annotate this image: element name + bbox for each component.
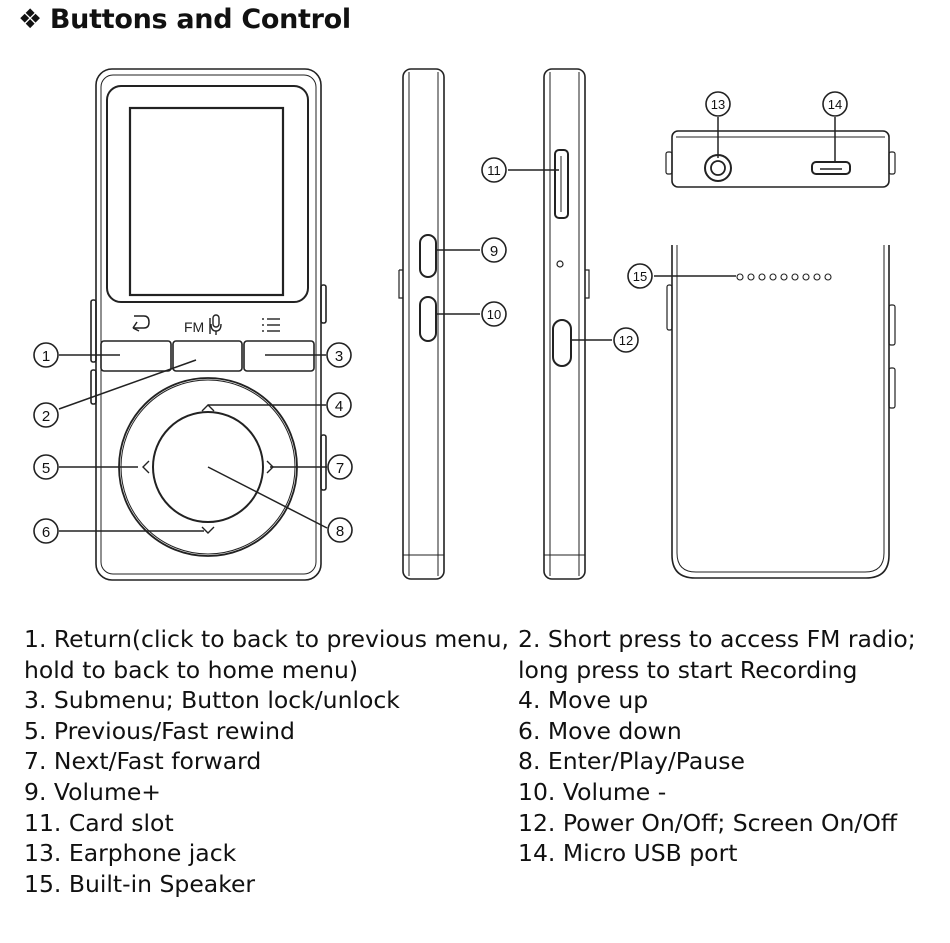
legend-line: 8. Enter/Play/Pause <box>518 747 745 776</box>
svg-text:15: 15 <box>633 269 647 284</box>
callout-10: 10 <box>481 301 507 327</box>
callout-5: 5 <box>33 454 59 480</box>
callout-8: 8 <box>327 517 353 543</box>
device-diagram: FM <box>33 68 896 581</box>
callout-7: 7 <box>327 454 353 480</box>
legend-line: 1. Return(click to back to previous menu… <box>24 625 510 653</box>
svg-text:11: 11 <box>487 163 501 178</box>
svg-text:4: 4 <box>335 398 343 415</box>
legend-line: 9. Volume+ <box>24 777 161 806</box>
callout-6: 6 <box>33 518 59 544</box>
center-button <box>152 411 264 523</box>
legend-line: 2. Short press to access FM radio; <box>518 625 916 653</box>
earphone-jack-hole <box>710 160 726 176</box>
legend-line: 6. Move down <box>518 716 682 745</box>
menu-list-icon <box>262 318 280 332</box>
front-body-inner <box>100 74 317 575</box>
legend-line: hold to back to home menu) <box>24 655 359 684</box>
callout-4: 4 <box>326 392 352 418</box>
microphone-icon <box>209 314 222 335</box>
screen <box>128 106 285 297</box>
callout-3: 3 <box>326 342 352 368</box>
front-side-button-right-2 <box>320 434 327 491</box>
legend-left-column: 1. Return(click to back to previous menu… <box>24 624 509 899</box>
bullet-icon: ❖ <box>18 4 42 35</box>
legend-line: 5. Previous/Fast rewind <box>24 716 295 745</box>
front-side-button-left-2 <box>90 369 97 405</box>
front-side-button-left <box>90 299 97 363</box>
callout-13: 13 <box>705 91 731 117</box>
svg-text:1: 1 <box>42 348 50 365</box>
screen-bezel <box>106 85 309 303</box>
volume-up-button <box>419 234 437 278</box>
submenu-key <box>243 340 315 372</box>
up-arrow-icon <box>201 404 215 412</box>
back-body <box>671 245 890 579</box>
legend-line: 7. Next/Fast forward <box>24 747 262 776</box>
svg-text:2: 2 <box>42 408 50 425</box>
back-view <box>666 245 896 579</box>
return-key <box>100 340 172 372</box>
right-side-body <box>543 68 586 580</box>
legend-line: 4. Move up <box>518 686 649 715</box>
svg-text:12: 12 <box>619 333 633 348</box>
fm-key <box>172 340 243 372</box>
speaker-holes <box>736 273 832 281</box>
callout-1: 1 <box>33 342 59 368</box>
callout-11: 11 <box>481 157 507 183</box>
down-arrow-icon <box>201 526 215 534</box>
svg-text:5: 5 <box>42 460 50 477</box>
legend-right-column: 2. Short press to access FM radio; long … <box>518 624 916 869</box>
front-view: FM <box>90 68 327 581</box>
left-arrow-icon <box>142 460 150 474</box>
svg-text:10: 10 <box>487 307 501 322</box>
legend-line: long press to start Recording <box>518 655 858 684</box>
legend-line: 15. Built-in Speaker <box>24 869 256 898</box>
legend-line: 14. Micro USB port <box>518 839 738 868</box>
svg-text:8: 8 <box>336 523 344 540</box>
svg-text:7: 7 <box>336 460 344 477</box>
left-side-body <box>402 68 445 580</box>
callout-9: 9 <box>481 237 507 263</box>
earphone-jack <box>704 154 732 182</box>
callout-2: 2 <box>33 402 59 428</box>
card-slot <box>554 149 569 219</box>
legend-line: 11. Card slot <box>24 808 174 837</box>
mic-hole <box>556 260 564 268</box>
leader-lines <box>58 117 836 532</box>
fm-label: FM <box>184 319 204 335</box>
top-body <box>671 130 890 188</box>
callout-numbers: 1 2 3 4 5 6 7 8 9 10 11 12 13 14 15 <box>33 91 848 544</box>
title-text: Buttons and Control <box>49 4 351 35</box>
legend-line: 13. Earphone jack <box>24 839 237 868</box>
legend-line: 12. Power On/Off; Screen On/Off <box>518 808 898 837</box>
right-side-view <box>543 68 590 580</box>
svg-text:9: 9 <box>490 243 498 260</box>
return-arrow-icon <box>132 315 150 332</box>
top-view <box>665 130 896 188</box>
page-title: ❖Buttons and Control <box>18 4 351 35</box>
legend-line: 3. Submenu; Button lock/unlock <box>24 686 400 715</box>
front-side-button-right <box>320 284 327 324</box>
callout-12: 12 <box>613 327 639 353</box>
svg-text:6: 6 <box>42 524 50 541</box>
svg-text:3: 3 <box>335 348 343 365</box>
svg-text:13: 13 <box>711 97 725 112</box>
svg-text:14: 14 <box>828 97 842 112</box>
legend-line: 10. Volume - <box>518 777 667 806</box>
left-side-view <box>398 68 445 580</box>
usb-port <box>811 161 851 175</box>
callout-15: 15 <box>627 263 653 289</box>
volume-down-button <box>419 296 437 342</box>
power-button <box>552 319 572 367</box>
callout-14: 14 <box>822 91 848 117</box>
